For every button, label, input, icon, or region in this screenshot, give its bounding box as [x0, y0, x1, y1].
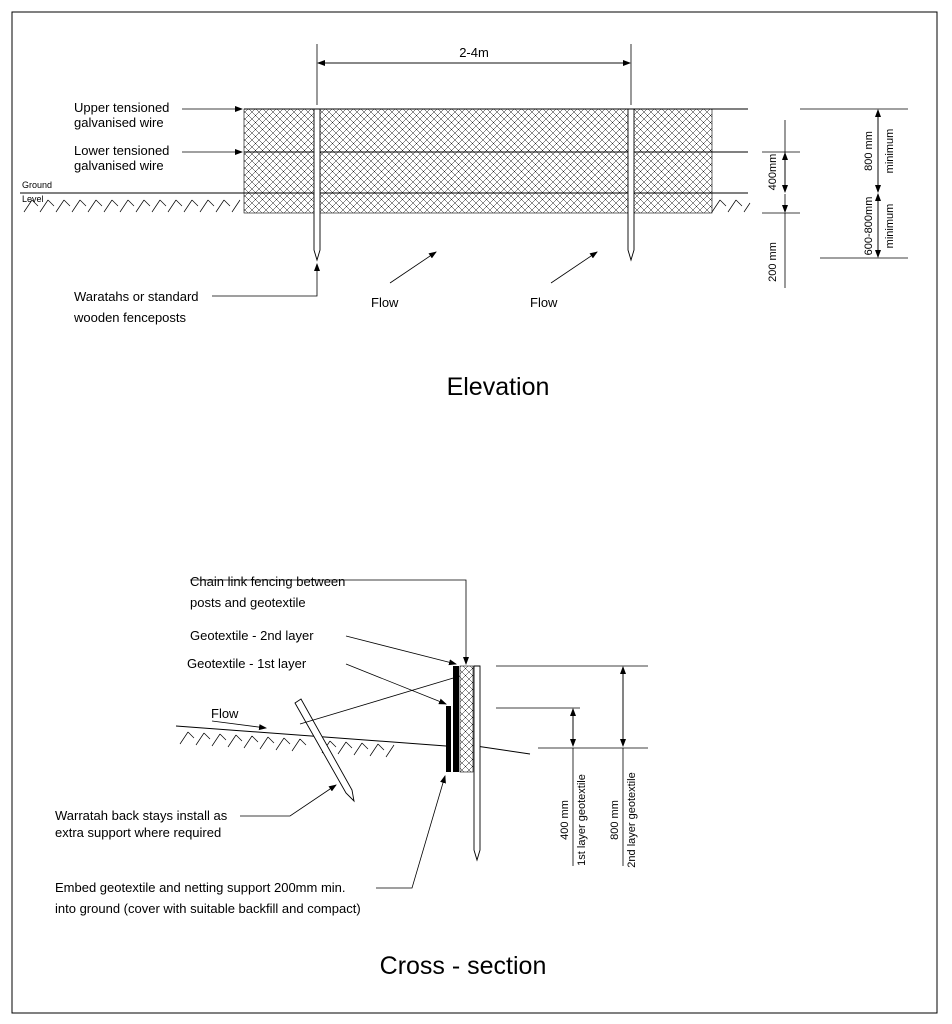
geotextile-1st-layer — [446, 706, 451, 772]
fence-post-cross-section — [473, 665, 481, 862]
dim-800mm-geotextile-line2: 2nd layer geotextile — [626, 772, 638, 867]
ground-level-label-line2: Level — [22, 194, 44, 204]
ground-line-downstream — [475, 745, 531, 755]
cross-section-flow-label: Flow — [211, 706, 239, 721]
flow-arrow-2 — [550, 251, 598, 284]
chain-link-fencing — [459, 665, 474, 773]
dim-200mm-label: 200 mm — [767, 242, 779, 282]
dim-400mm-geotextile-line2: 1st layer geotextile — [576, 774, 588, 866]
fence-post-right — [627, 108, 635, 262]
backstay-label-line2: extra support where required — [55, 825, 221, 840]
geotextile-1st-label: Geotextile - 1st layer — [187, 656, 307, 671]
dim-400mm-geotextile-line1: 400 mm — [559, 800, 571, 840]
dim-800mm-geotextile-line1: 800 mm — [609, 800, 621, 840]
dim-800mm-label-line1: 800 mm — [863, 131, 875, 171]
cross-section-title: Cross - section — [380, 952, 547, 980]
flow-arrow-1 — [389, 251, 437, 284]
span-label: 2-4m — [459, 45, 489, 60]
upper-wire-label-line2: galvanised wire — [74, 115, 164, 130]
fence-post-left — [313, 108, 321, 262]
chain-link-label-line1: Chain link fencing between — [190, 574, 345, 589]
geotextile-2nd-label: Geotextile - 2nd layer — [190, 628, 314, 643]
backstay-label-line1: Warratah back stays install as — [55, 808, 228, 823]
dim-800mm-label-line2: minimum — [884, 129, 896, 174]
warratah-back-stay — [294, 698, 355, 803]
dim-600-800mm-label-line2: minimum — [884, 204, 896, 249]
upper-wire-label-line1: Upper tensioned — [74, 100, 169, 115]
flow-label-1: Flow — [371, 295, 399, 310]
lower-wire-label-line2: galvanised wire — [74, 158, 164, 173]
posts-label-line2: wooden fenceposts — [73, 310, 187, 325]
cross-section-view: Chain link fencing between posts and geo… — [55, 574, 648, 980]
chain-link-label-line2: posts and geotextile — [190, 595, 306, 610]
geotextile-2nd-layer — [453, 666, 459, 772]
elevation-title: Elevation — [447, 373, 550, 401]
ground-line-upstream — [175, 725, 447, 747]
ground-level-label-line1: Ground — [22, 180, 52, 190]
embed-label-line2: into ground (cover with suitable backfil… — [55, 901, 361, 916]
cross-section-flow-arrow — [211, 720, 267, 731]
embed-label-line1: Embed geotextile and netting support 200… — [55, 880, 346, 895]
elevation-view: 2-4m Upper tensioned galvanised wire Low… — [20, 44, 908, 401]
drawing-border — [11, 11, 938, 1014]
posts-label-line1: Waratahs or standard — [74, 289, 199, 304]
flow-label-2: Flow — [530, 295, 558, 310]
lower-wire-label-line1: Lower tensioned — [74, 143, 169, 158]
dim-600-800mm-label-line1: 600-800mm — [863, 197, 875, 256]
dim-400mm-label: 400mm — [767, 154, 779, 191]
